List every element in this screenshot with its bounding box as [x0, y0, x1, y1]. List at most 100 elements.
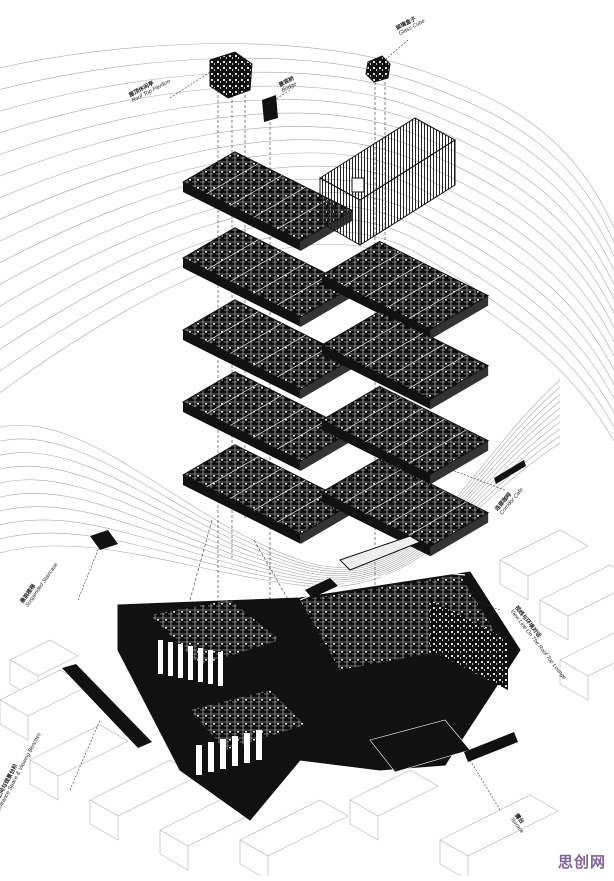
context-block [539, 599, 569, 641]
staircase-piece [90, 530, 118, 550]
bridge-piece [305, 578, 338, 598]
contour-line [0, 386, 561, 570]
plate-wall [253, 262, 306, 294]
facade-window [220, 739, 226, 769]
facade-window [198, 648, 203, 682]
contour-line [0, 85, 614, 272]
plate-wall [206, 163, 259, 195]
leader-line [424, 459, 506, 491]
facade-window [158, 640, 163, 674]
context-block [0, 699, 29, 741]
plate-side [183, 402, 301, 471]
plate-side [300, 430, 353, 471]
plate-wall [253, 334, 306, 366]
plate-top [320, 240, 490, 330]
glass-cube-face [359, 139, 456, 246]
plate-side [430, 365, 489, 410]
context-block [439, 794, 559, 857]
plate-wall [229, 175, 283, 206]
facade-window [232, 736, 238, 766]
contour-line [0, 43, 614, 229]
base-roof-left [150, 600, 280, 665]
plate-wall [206, 456, 259, 488]
plate-wall [386, 490, 445, 525]
base-side-block [430, 600, 508, 690]
floor-plate [320, 310, 490, 410]
projection-line [189, 519, 213, 601]
leader-line [419, 579, 501, 611]
plate-wall [206, 311, 259, 343]
leader-line [69, 719, 101, 791]
plate-side [300, 503, 353, 544]
plate-wall [206, 383, 259, 415]
plate-wall [229, 251, 283, 282]
corridor-cafe-piece [494, 460, 526, 484]
base-roof-front [190, 690, 305, 750]
exploded-components [62, 51, 526, 762]
contour-line [0, 230, 614, 428]
plate-wall [229, 468, 283, 499]
plate-side [183, 182, 301, 251]
roof-top-pavilion [209, 51, 253, 99]
plate-wall [277, 418, 330, 450]
floor-plate [320, 385, 490, 485]
plate-wall [365, 407, 424, 443]
plate-wall [343, 321, 402, 357]
contour-line [0, 435, 561, 585]
plate-top [320, 385, 490, 475]
plate-side [430, 440, 489, 485]
facade-window [208, 742, 214, 772]
plate-wall [229, 395, 283, 426]
contour-line [0, 414, 561, 579]
plate-wall [365, 262, 424, 298]
facade-window [244, 733, 250, 763]
plate-wall [386, 273, 445, 308]
plate-side [322, 345, 431, 410]
leader-line [469, 759, 501, 811]
contour-line [0, 407, 561, 577]
facade-window [168, 642, 173, 676]
contour-line [0, 205, 614, 400]
context-block [559, 659, 589, 701]
glass-cube-opening [351, 177, 365, 193]
plate-side [430, 512, 489, 557]
contour-line [0, 379, 561, 568]
plate-wall [253, 406, 306, 438]
contour-line [0, 421, 561, 581]
plate-wall [253, 186, 306, 218]
plate-side [183, 258, 301, 327]
label-leader-lines [69, 39, 506, 811]
contour-line [0, 400, 561, 574]
leader-line [77, 544, 101, 601]
exploded-floor-plates [181, 151, 490, 557]
plate-wall [229, 323, 283, 354]
plate-top [320, 310, 490, 400]
plate-wall [408, 501, 467, 536]
leader-line [267, 89, 291, 105]
bridge-piece [262, 95, 278, 122]
contour-line [0, 71, 614, 258]
context-block [499, 559, 529, 601]
plate-wall [206, 239, 259, 271]
contour-line [0, 393, 561, 572]
site-contour-lines [0, 43, 614, 587]
curved-bridge [339, 535, 422, 571]
plate-wall [408, 354, 467, 389]
plate-wall [277, 491, 330, 523]
plate-side [300, 286, 353, 327]
facade-window [196, 745, 202, 775]
plate-side [322, 420, 431, 485]
plate-wall [343, 251, 402, 287]
contour-line [0, 428, 561, 583]
facade-window [256, 730, 262, 760]
plate-side [183, 330, 301, 399]
floor-plate [181, 227, 354, 327]
plate-wall [277, 346, 330, 378]
plate-wall [343, 468, 402, 504]
facade-window [218, 652, 223, 686]
plate-wall [386, 343, 445, 378]
context-buildings [0, 529, 614, 881]
contour-line [0, 57, 614, 243]
